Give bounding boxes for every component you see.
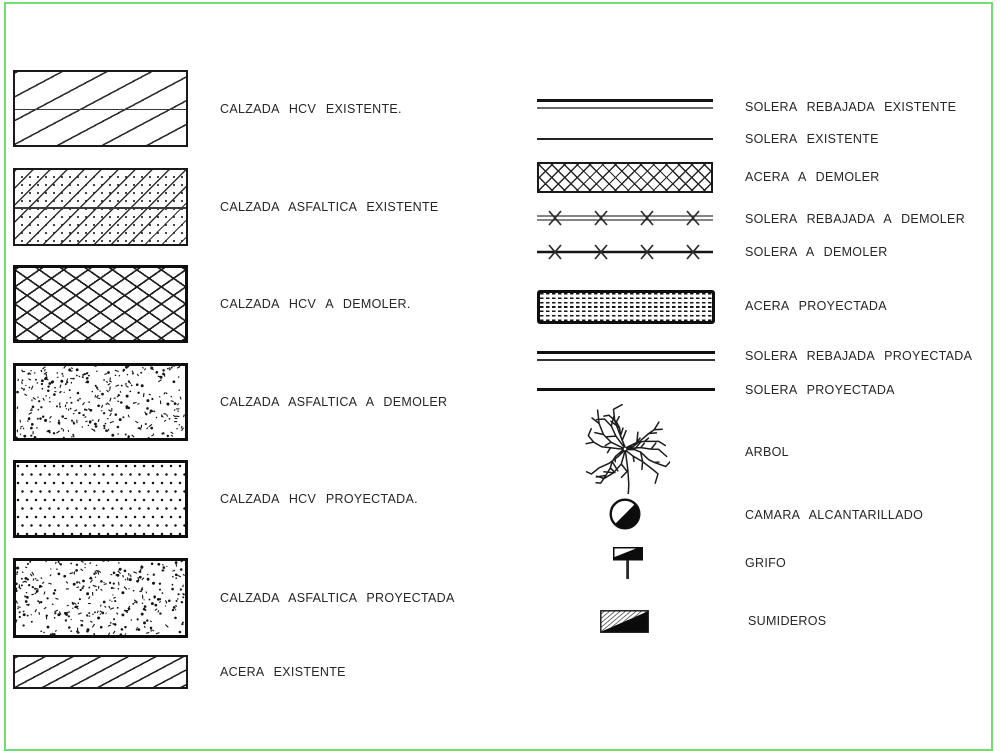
symbol-solera-proyectada — [537, 388, 715, 391]
legend-label: GRIFO — [745, 556, 787, 570]
symbol-solera-rebajada-existente — [537, 99, 713, 102]
legend-label: SOLERA REBAJADA A DEMOLER — [745, 212, 966, 226]
symbol-solera-rebajada-proyectada-lower — [537, 359, 715, 361]
legend-label: SOLERA REBAJADA PROYECTADA — [745, 349, 973, 363]
swatch-acera-existente — [13, 655, 188, 689]
legend-label: ACERA PROYECTADA — [745, 299, 887, 313]
symbol-acera-a-demoler — [537, 162, 713, 193]
symbol-solera-rebajada-a-demoler — [537, 210, 713, 226]
swatch-calzada-hcv-a-demoler — [13, 265, 188, 343]
swatch-calzada-hcv-existente — [13, 70, 188, 147]
swatch-calzada-asfaltica-a-demoler — [13, 363, 188, 441]
symbol-solera-a-demoler — [537, 244, 713, 260]
legend-label: SOLERA REBAJADA EXISTENTE — [745, 100, 957, 114]
swatch-calzada-hcv-proyectada — [13, 460, 188, 538]
swatch-midline — [15, 108, 186, 110]
hydrant-flag-icon — [613, 547, 643, 579]
legend-label: CAMARA ALCANTARILLADO — [745, 508, 924, 522]
legend-label: SOLERA PROYECTADA — [745, 383, 895, 397]
symbol-solera-existente — [537, 137, 713, 140]
swatch-calzada-asfaltica-existente — [13, 168, 188, 246]
manhole-icon — [609, 498, 641, 530]
legend-label: SOLERA EXISTENTE — [745, 132, 879, 146]
legend-label: ARBOL — [745, 445, 789, 459]
stipple-pattern — [16, 561, 185, 635]
swatch-midline — [15, 207, 186, 209]
drain-inlet-icon — [600, 610, 649, 633]
legend-label: CALZADA ASFALTICA EXISTENTE — [220, 200, 439, 214]
drawing-border — [4, 2, 993, 751]
symbol-acera-proyectada — [537, 290, 715, 324]
legend-label: SOLERA A DEMOLER — [745, 245, 888, 259]
legend-label: CALZADA HCV EXISTENTE. — [220, 102, 402, 116]
legend-label: ACERA EXISTENTE — [220, 665, 346, 679]
legend-label: SUMIDEROS — [748, 614, 827, 628]
symbol-solera-rebajada-proyectada — [537, 351, 715, 354]
stipple-pattern — [16, 366, 185, 438]
swatch-calzada-asfaltica-proyectada — [13, 558, 188, 638]
legend-label: CALZADA HCV A DEMOLER. — [220, 297, 411, 311]
legend-label: ACERA A DEMOLER — [745, 170, 880, 184]
symbol-solera-rebajada-existente-lower — [537, 106, 713, 109]
legend-label: CALZADA ASFALTICA PROYECTADA — [220, 591, 455, 605]
tree-icon — [585, 404, 670, 494]
legend-label: CALZADA ASFALTICA A DEMOLER — [220, 395, 448, 409]
legend-label: CALZADA HCV PROYECTADA. — [220, 492, 418, 506]
